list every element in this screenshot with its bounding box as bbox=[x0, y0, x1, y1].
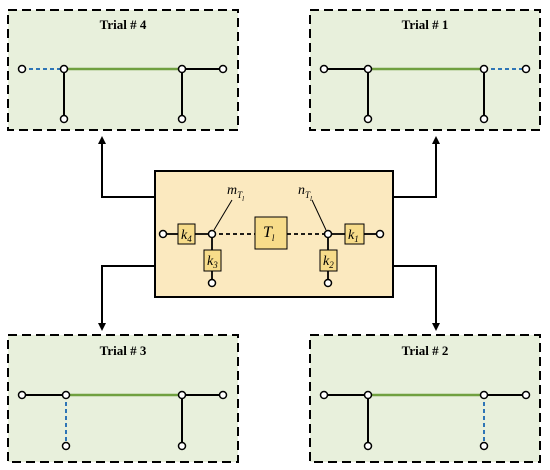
trial-4-title: Trial # 4 bbox=[100, 17, 147, 32]
node bbox=[177, 64, 187, 74]
k3-box: k3 bbox=[203, 249, 222, 272]
svg-text:k4: k4 bbox=[181, 228, 192, 244]
center-panel: k4 k3 Tl k2 k1 mTl nTl bbox=[154, 170, 394, 298]
trial-1-panel: Trial # 1 bbox=[309, 9, 541, 131]
node bbox=[218, 64, 228, 74]
node bbox=[177, 114, 187, 124]
svg-text:Tl: Tl bbox=[263, 224, 275, 243]
trial-1-title: Trial # 1 bbox=[402, 17, 449, 32]
node bbox=[479, 441, 489, 451]
node bbox=[218, 390, 228, 400]
node bbox=[177, 390, 187, 400]
arrow-to-trial-4 bbox=[98, 136, 155, 198]
k4-box: k4 bbox=[177, 223, 196, 245]
node bbox=[375, 229, 385, 239]
arrows bbox=[98, 136, 440, 331]
n-node bbox=[323, 229, 333, 239]
node bbox=[17, 64, 27, 74]
node bbox=[207, 278, 217, 288]
m-node-label: mTl bbox=[227, 183, 244, 203]
n-node-label: nTl bbox=[298, 183, 312, 203]
node bbox=[319, 64, 329, 74]
node bbox=[521, 64, 531, 74]
arrow-to-trial-3 bbox=[98, 265, 155, 331]
arrow-to-trial-1 bbox=[393, 136, 440, 198]
node bbox=[59, 114, 69, 124]
svg-text:k3: k3 bbox=[207, 254, 218, 270]
trial-2-panel: Trial # 2 bbox=[309, 334, 541, 463]
node bbox=[177, 441, 187, 451]
k2-box: k2 bbox=[319, 249, 338, 272]
node bbox=[363, 64, 373, 74]
k1-box: k1 bbox=[344, 223, 365, 245]
node bbox=[59, 64, 69, 74]
node bbox=[17, 390, 27, 400]
node bbox=[521, 390, 531, 400]
trial-4-panel: Trial # 4 bbox=[7, 9, 239, 131]
node bbox=[363, 390, 373, 400]
trial-2-title: Trial # 2 bbox=[402, 343, 449, 358]
svg-text:k1: k1 bbox=[348, 228, 359, 244]
trial-3-panel: Trial # 3 bbox=[7, 334, 239, 463]
arrow-to-trial-2 bbox=[393, 265, 440, 331]
t-box: Tl bbox=[254, 216, 288, 250]
m-node bbox=[207, 229, 217, 239]
node bbox=[479, 114, 489, 124]
trial-3-title: Trial # 3 bbox=[100, 343, 147, 358]
node bbox=[61, 390, 71, 400]
node bbox=[363, 441, 373, 451]
node bbox=[61, 441, 71, 451]
node bbox=[479, 390, 489, 400]
node bbox=[158, 229, 168, 239]
node bbox=[323, 278, 333, 288]
svg-text:k2: k2 bbox=[323, 254, 334, 270]
node bbox=[363, 114, 373, 124]
node bbox=[319, 390, 329, 400]
node bbox=[479, 64, 489, 74]
